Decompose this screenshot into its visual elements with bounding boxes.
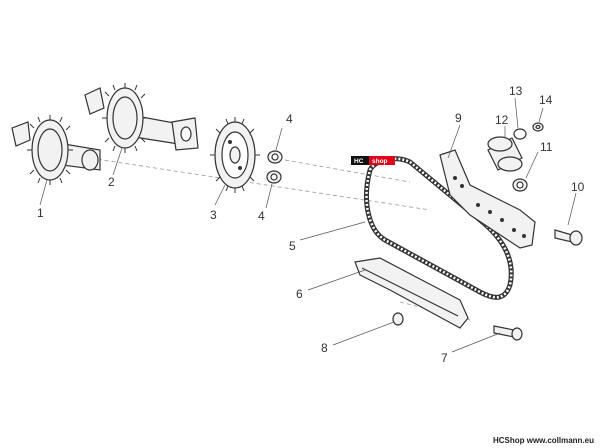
callout-13: 13 (509, 84, 523, 98)
timing-chain (364, 156, 514, 300)
callout-9: 9 (455, 111, 462, 125)
callout-4-lower: 4 (258, 209, 265, 223)
svg-text:shop: shop (372, 158, 388, 165)
footer-credit: HCShop www.collmann.eu (492, 436, 594, 445)
gear-wheel (210, 117, 260, 193)
camshaft-upper (84, 83, 199, 153)
callout-14: 14 (539, 93, 553, 107)
bolt-7 (493, 325, 523, 341)
circlip-14 (532, 122, 544, 132)
callout-11: 11 (540, 140, 553, 154)
chain-guide (439, 149, 536, 249)
callout-7: 7 (441, 351, 448, 365)
bush-lower (266, 170, 282, 184)
callout-6: 6 (296, 287, 303, 301)
bush-upper (267, 150, 283, 164)
callout-10: 10 (571, 180, 585, 194)
leader-lines (39, 97, 577, 353)
bush-small (392, 312, 404, 326)
callout-3: 3 (210, 208, 217, 222)
camshaft-left (11, 115, 101, 185)
callout-8: 8 (321, 341, 328, 355)
callout-12: 12 (495, 113, 509, 127)
hcshop-logo: HC shop (351, 156, 395, 165)
tensioner-rail (354, 257, 469, 329)
callout-1: 1 (37, 206, 44, 220)
washer-11 (512, 178, 528, 192)
bolt-10 (554, 229, 583, 246)
o-ring-13 (513, 128, 527, 140)
callout-2: 2 (108, 175, 115, 189)
callout-labels: 1 2 3 4 4 5 6 7 8 9 10 11 12 13 14 (37, 84, 585, 365)
callout-5: 5 (289, 239, 296, 253)
callout-4-upper: 4 (286, 112, 293, 126)
tensioner-plunger (487, 136, 523, 172)
svg-text:HC: HC (354, 158, 364, 165)
